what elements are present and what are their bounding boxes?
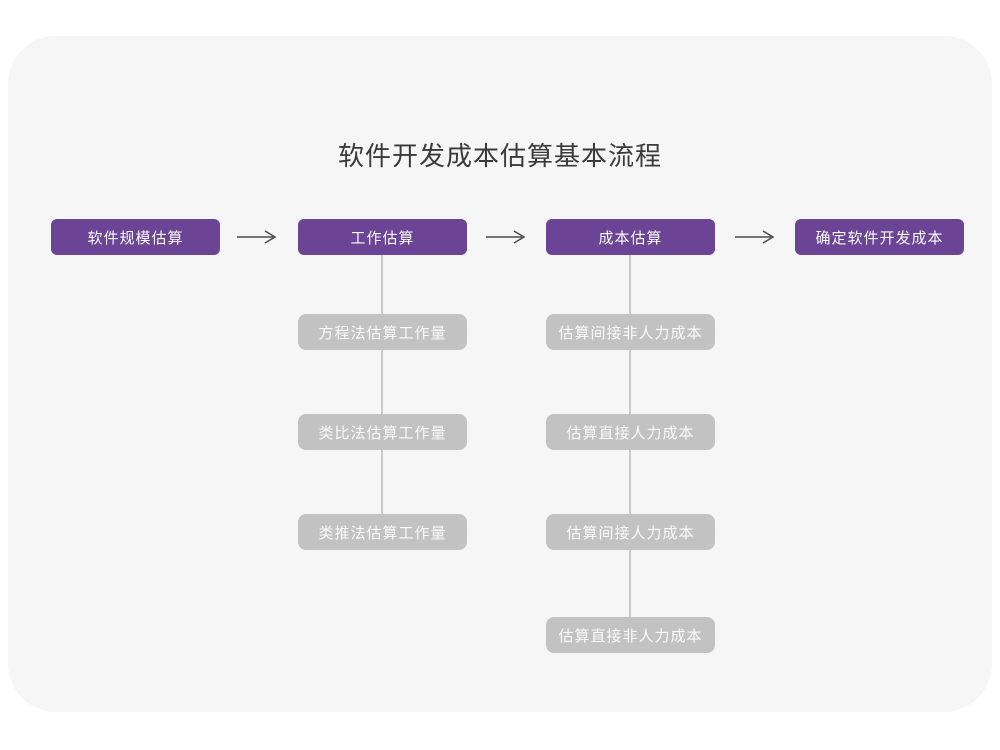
flow-node-cost-estimation: 成本估算 <box>546 219 715 255</box>
arrow-right-icon <box>735 230 775 244</box>
sub-node-indirect-non-labor-cost: 估算间接非人力成本 <box>546 314 715 350</box>
sub-node-equation-method: 方程法估算工作量 <box>298 314 467 350</box>
arrow-right-icon <box>486 230 526 244</box>
sub-node-analogy-method: 类推法估算工作量 <box>298 514 467 550</box>
flow-node-determine-development-cost: 确定软件开发成本 <box>795 219 964 255</box>
connector-line-work-column <box>381 255 383 535</box>
sub-node-direct-labor-cost: 估算直接人力成本 <box>546 414 715 450</box>
diagram-card: 软件开发成本估算基本流程 软件规模估算 工作估算 成本估算 确定软件开发成本 方… <box>8 36 992 712</box>
sub-node-indirect-labor-cost: 估算间接人力成本 <box>546 514 715 550</box>
flow-node-software-scale-estimation: 软件规模估算 <box>51 219 220 255</box>
sub-node-comparison-method: 类比法估算工作量 <box>298 414 467 450</box>
flow-node-work-estimation: 工作估算 <box>298 219 467 255</box>
diagram-title: 软件开发成本估算基本流程 <box>337 141 662 171</box>
arrow-right-icon <box>237 230 277 244</box>
sub-node-direct-non-labor-cost: 估算直接非人力成本 <box>546 617 715 653</box>
